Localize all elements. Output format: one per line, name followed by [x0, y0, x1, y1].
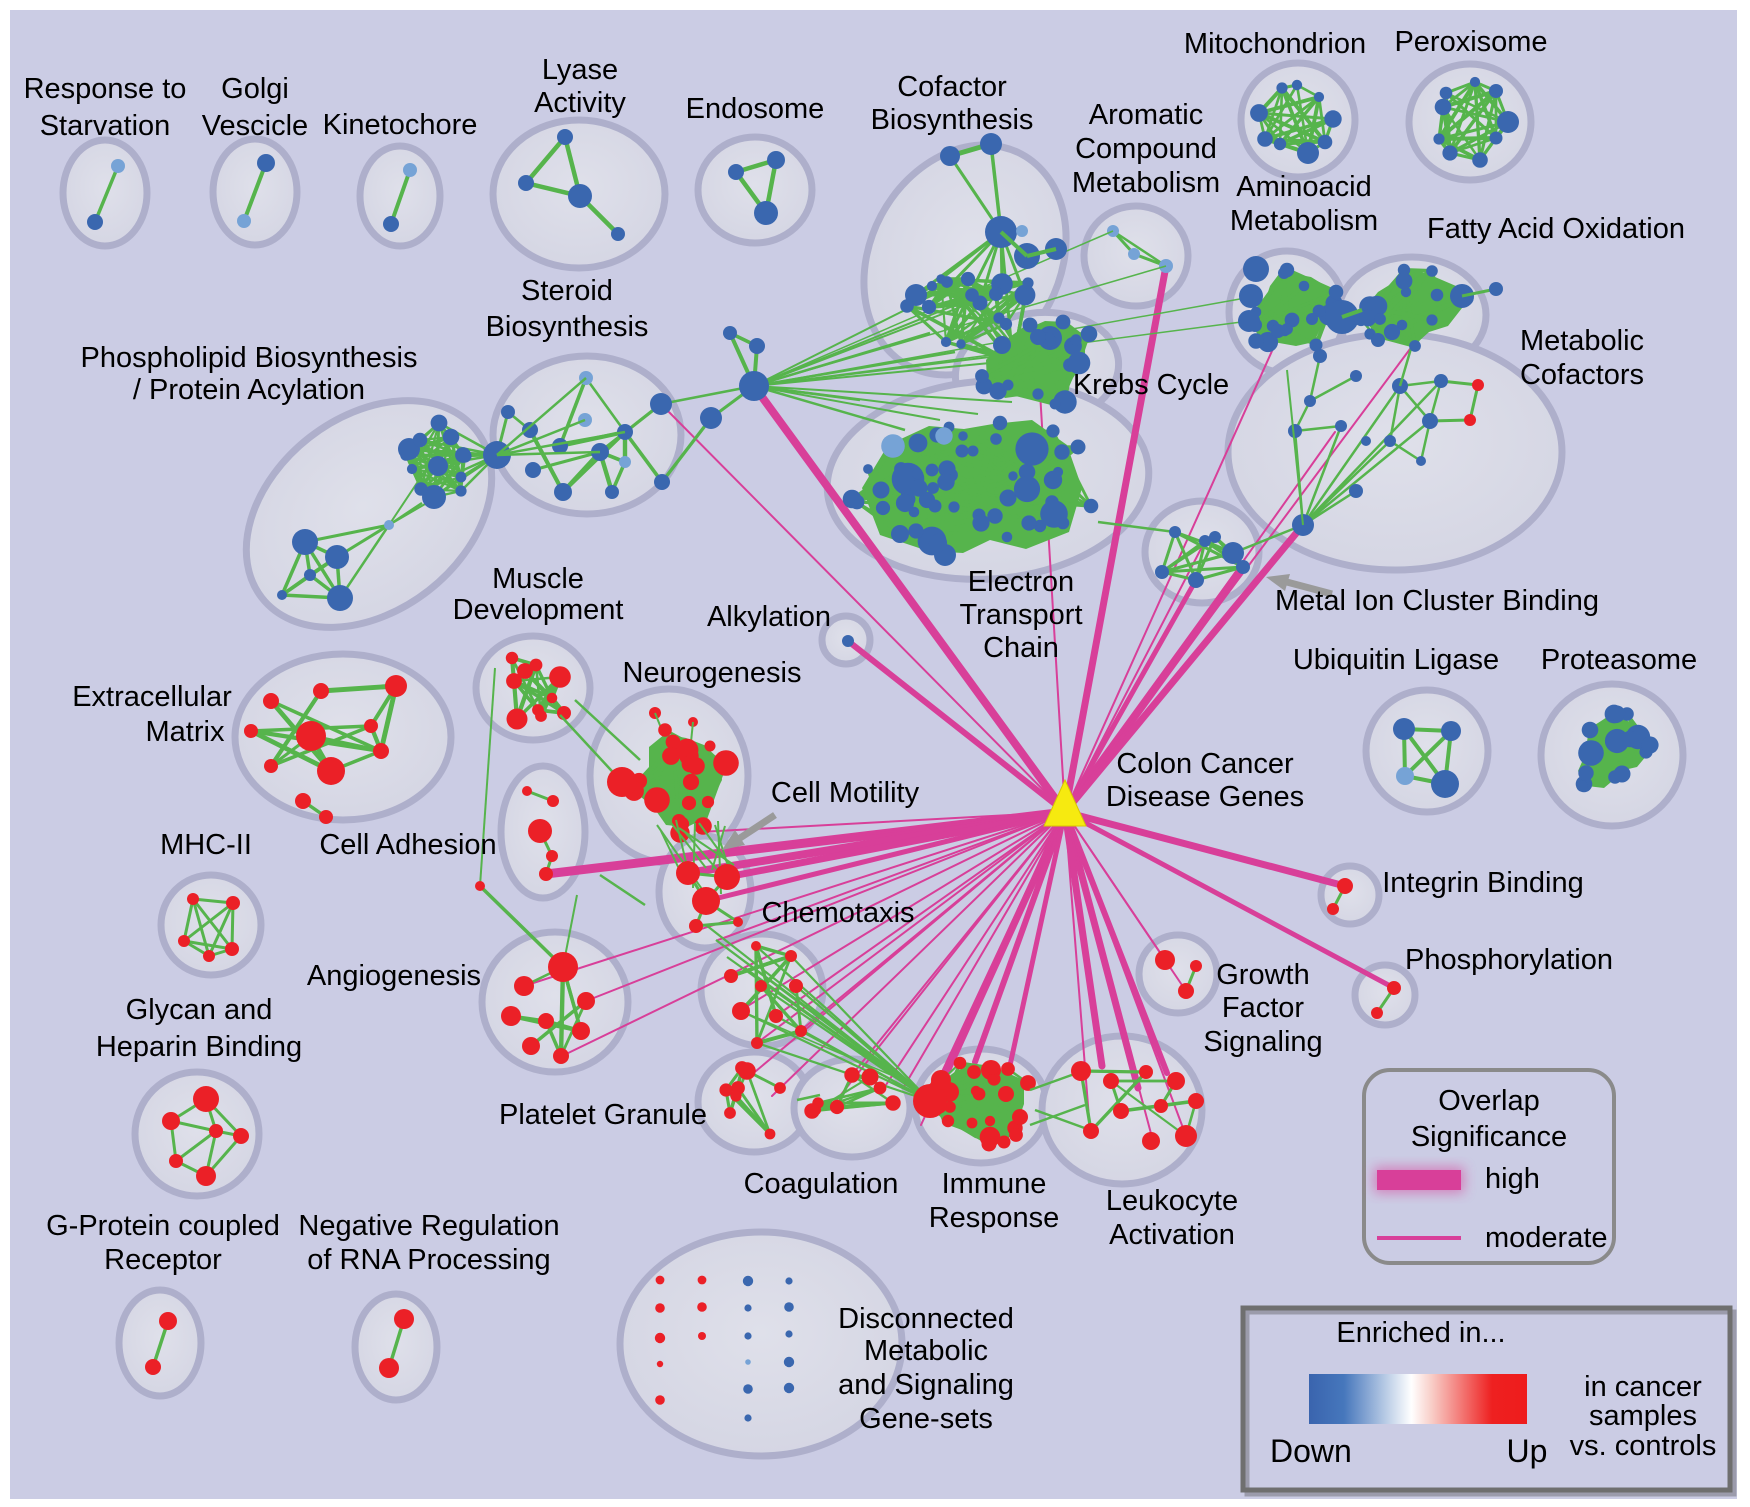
svg-text:Aminoacid: Aminoacid: [1236, 171, 1371, 203]
svg-text:Glycan and: Glycan and: [126, 994, 273, 1026]
svg-text:Golgi: Golgi: [221, 73, 289, 105]
svg-text:and Signaling: and Signaling: [838, 1369, 1014, 1401]
svg-text:Signaling: Signaling: [1203, 1026, 1322, 1058]
svg-text:Matrix: Matrix: [146, 716, 225, 748]
svg-text:Electron: Electron: [968, 566, 1074, 598]
svg-text:Growth: Growth: [1216, 959, 1309, 991]
svg-text:Heparin Binding: Heparin Binding: [96, 1031, 302, 1063]
svg-text:Steroid: Steroid: [521, 275, 613, 307]
svg-text:in cancer: in cancer: [1584, 1371, 1702, 1403]
svg-text:/ Protein Acylation: / Protein Acylation: [133, 374, 365, 406]
svg-text:Chemotaxis: Chemotaxis: [761, 897, 914, 929]
svg-text:Leukocyte: Leukocyte: [1106, 1185, 1238, 1217]
svg-text:Response to: Response to: [24, 73, 187, 105]
svg-text:Peroxisome: Peroxisome: [1394, 26, 1547, 58]
svg-text:Disconnected: Disconnected: [838, 1303, 1014, 1335]
svg-text:Ubiquitin Ligase: Ubiquitin Ligase: [1293, 644, 1499, 676]
svg-text:G-Protein coupled: G-Protein coupled: [46, 1210, 280, 1242]
svg-text:Vescicle: Vescicle: [202, 110, 308, 142]
svg-text:MHC-II: MHC-II: [160, 829, 252, 861]
svg-text:Activity: Activity: [534, 87, 626, 119]
svg-text:Starvation: Starvation: [40, 110, 171, 142]
svg-text:Alkylation: Alkylation: [707, 601, 831, 633]
svg-text:Cell Adhesion: Cell Adhesion: [319, 829, 496, 861]
svg-text:Metal Ion Cluster Binding: Metal Ion Cluster Binding: [1275, 585, 1599, 617]
svg-text:Cell Motility: Cell Motility: [771, 777, 920, 809]
svg-text:Immune: Immune: [942, 1168, 1047, 1200]
svg-text:Aromatic: Aromatic: [1089, 99, 1203, 131]
svg-text:Down: Down: [1270, 1433, 1352, 1469]
svg-text:Response: Response: [929, 1202, 1060, 1234]
svg-text:Extracellular: Extracellular: [72, 681, 232, 713]
svg-text:Proteasome: Proteasome: [1541, 644, 1697, 676]
svg-text:Lyase: Lyase: [542, 54, 618, 86]
svg-text:Platelet Granule: Platelet Granule: [499, 1099, 707, 1131]
svg-text:Coagulation: Coagulation: [744, 1168, 899, 1200]
svg-text:Colon Cancer: Colon Cancer: [1116, 748, 1294, 780]
svg-text:Compound: Compound: [1075, 133, 1217, 165]
svg-text:Significance: Significance: [1411, 1121, 1567, 1153]
svg-text:Neurogenesis: Neurogenesis: [623, 657, 802, 689]
svg-text:Chain: Chain: [983, 632, 1059, 664]
svg-text:of RNA Processing: of RNA Processing: [307, 1244, 550, 1276]
svg-text:Metabolism: Metabolism: [1230, 205, 1378, 237]
svg-text:Development: Development: [453, 594, 624, 626]
svg-text:Metabolic: Metabolic: [1520, 325, 1644, 357]
svg-text:Fatty Acid Oxidation: Fatty Acid Oxidation: [1427, 213, 1685, 245]
svg-text:Angiogenesis: Angiogenesis: [307, 960, 481, 992]
svg-text:Enriched in...: Enriched in...: [1336, 1317, 1505, 1349]
svg-text:Integrin Binding: Integrin Binding: [1382, 867, 1584, 899]
svg-text:Metabolic: Metabolic: [864, 1335, 988, 1367]
svg-text:Kinetochore: Kinetochore: [323, 109, 478, 141]
svg-text:Overlap: Overlap: [1438, 1085, 1540, 1117]
svg-text:Gene-sets: Gene-sets: [859, 1403, 993, 1435]
svg-text:samples: samples: [1589, 1400, 1697, 1432]
svg-text:Negative Regulation: Negative Regulation: [298, 1210, 559, 1242]
svg-text:Receptor: Receptor: [104, 1244, 222, 1276]
svg-text:Transport: Transport: [959, 599, 1082, 631]
svg-text:high: high: [1485, 1163, 1540, 1195]
svg-text:Phosphorylation: Phosphorylation: [1405, 944, 1613, 976]
svg-text:Phospholipid Biosynthesis: Phospholipid Biosynthesis: [81, 342, 418, 374]
svg-text:Muscle: Muscle: [492, 563, 584, 595]
svg-text:Metabolism: Metabolism: [1072, 167, 1220, 199]
svg-text:Cofactor: Cofactor: [897, 71, 1007, 103]
svg-text:Disease Genes: Disease Genes: [1106, 781, 1304, 813]
svg-text:Endosome: Endosome: [686, 93, 825, 125]
svg-text:Up: Up: [1507, 1433, 1548, 1469]
svg-text:Factor: Factor: [1222, 992, 1305, 1024]
svg-text:Mitochondrion: Mitochondrion: [1184, 28, 1366, 60]
svg-text:Krebs Cycle: Krebs Cycle: [1073, 369, 1229, 401]
svg-text:Biosynthesis: Biosynthesis: [486, 311, 649, 343]
svg-text:vs. controls: vs. controls: [1570, 1430, 1717, 1462]
svg-text:Cofactors: Cofactors: [1520, 359, 1644, 391]
svg-text:Activation: Activation: [1109, 1219, 1235, 1251]
svg-text:Biosynthesis: Biosynthesis: [871, 104, 1034, 136]
svg-text:moderate: moderate: [1485, 1222, 1608, 1254]
